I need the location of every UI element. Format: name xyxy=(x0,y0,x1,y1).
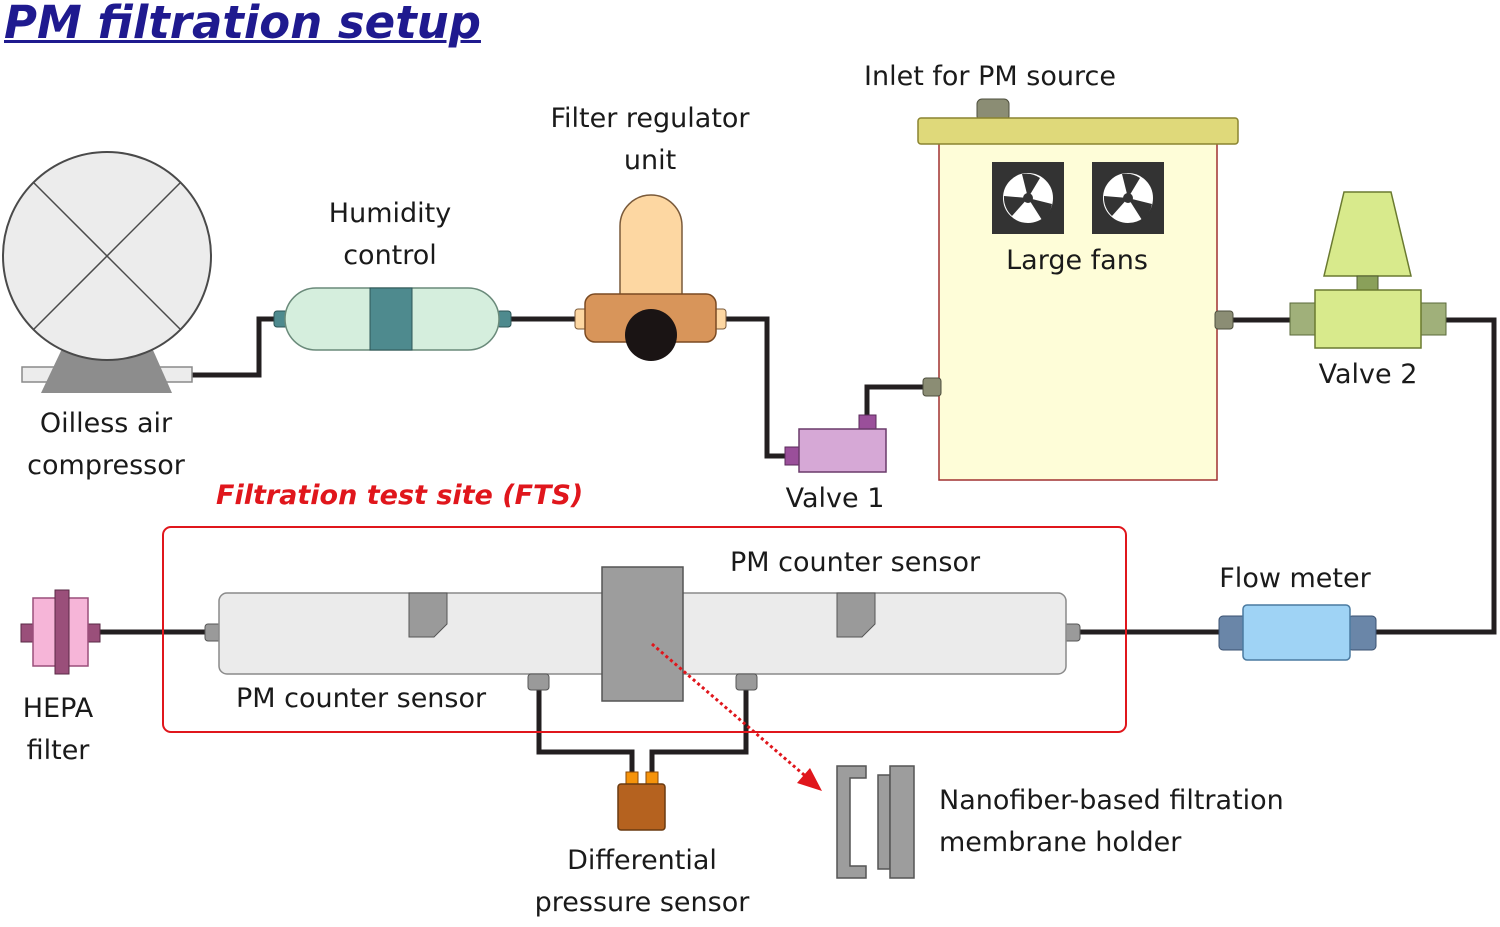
pm-sensor-probe-right xyxy=(836,592,876,638)
differential-pressure-sensor xyxy=(617,771,666,831)
valve-2 xyxy=(1289,191,1447,349)
label-compressor: Oilless air compressor xyxy=(27,408,185,481)
fts-title: Filtration test site (FTS) xyxy=(216,480,584,511)
page-title: PM filtration setup xyxy=(4,0,481,49)
dp-sensor-body xyxy=(617,783,666,831)
label-pm-sensor-top: PM counter sensor xyxy=(730,547,981,578)
valve-2-handle xyxy=(1323,191,1412,277)
humidity-control xyxy=(273,287,512,351)
label-dp-sensor: Differential pressure sensor xyxy=(534,845,750,918)
hepa-band xyxy=(54,589,70,675)
chamber-lid xyxy=(917,117,1239,145)
pipe-regulator-to-valve1 xyxy=(724,316,788,459)
label-humidity-control: Humidity control xyxy=(328,198,452,271)
regulator-dome xyxy=(619,194,683,301)
pipes xyxy=(98,316,1497,776)
hepa-filter xyxy=(20,589,101,675)
label-valve-1: Valve 1 xyxy=(785,483,885,514)
fan-icon xyxy=(1092,162,1164,234)
membrane-holder xyxy=(836,765,915,879)
valve-2-body xyxy=(1314,289,1422,349)
label-filter-regulator: Filter regulator unit xyxy=(550,103,750,176)
membrane-block xyxy=(601,566,684,702)
label-hepa: HEPA filter xyxy=(22,693,94,766)
label-inlet: Inlet for PM source xyxy=(864,61,1116,92)
label-valve-2: Valve 2 xyxy=(1318,359,1418,390)
label-pm-sensor-bottom: PM counter sensor xyxy=(236,683,487,714)
label-large-fans: Large fans xyxy=(1006,245,1148,276)
chamber-body xyxy=(938,139,1218,481)
fts-frame xyxy=(162,526,1127,733)
label-flow-meter: Flow meter xyxy=(1219,563,1371,594)
pipe-compressor-to-humidity xyxy=(192,316,277,378)
air-compressor xyxy=(2,151,212,393)
pipe-valve2-to-flowmeter xyxy=(1372,317,1497,635)
valve-1 xyxy=(784,414,887,473)
fan-icon xyxy=(992,162,1064,234)
test-tube xyxy=(204,566,1081,702)
label-membrane-holder: Nanofiber-based filtration membrane hold… xyxy=(939,785,1284,858)
humidity-band xyxy=(369,287,413,351)
pipe-valve1-to-chamber xyxy=(864,384,926,418)
valve-1-body xyxy=(798,428,887,473)
detail-arrow xyxy=(651,642,822,791)
pipe-sensor-right xyxy=(649,688,749,776)
pm-chamber xyxy=(917,98,1239,481)
pipe-sensor-left xyxy=(536,688,635,776)
regulator-gauge xyxy=(625,309,677,361)
filter-regulator xyxy=(574,194,727,361)
pm-sensor-probe-left xyxy=(408,592,448,638)
flow-meter-body xyxy=(1242,604,1351,661)
flow-meter xyxy=(1218,604,1377,661)
